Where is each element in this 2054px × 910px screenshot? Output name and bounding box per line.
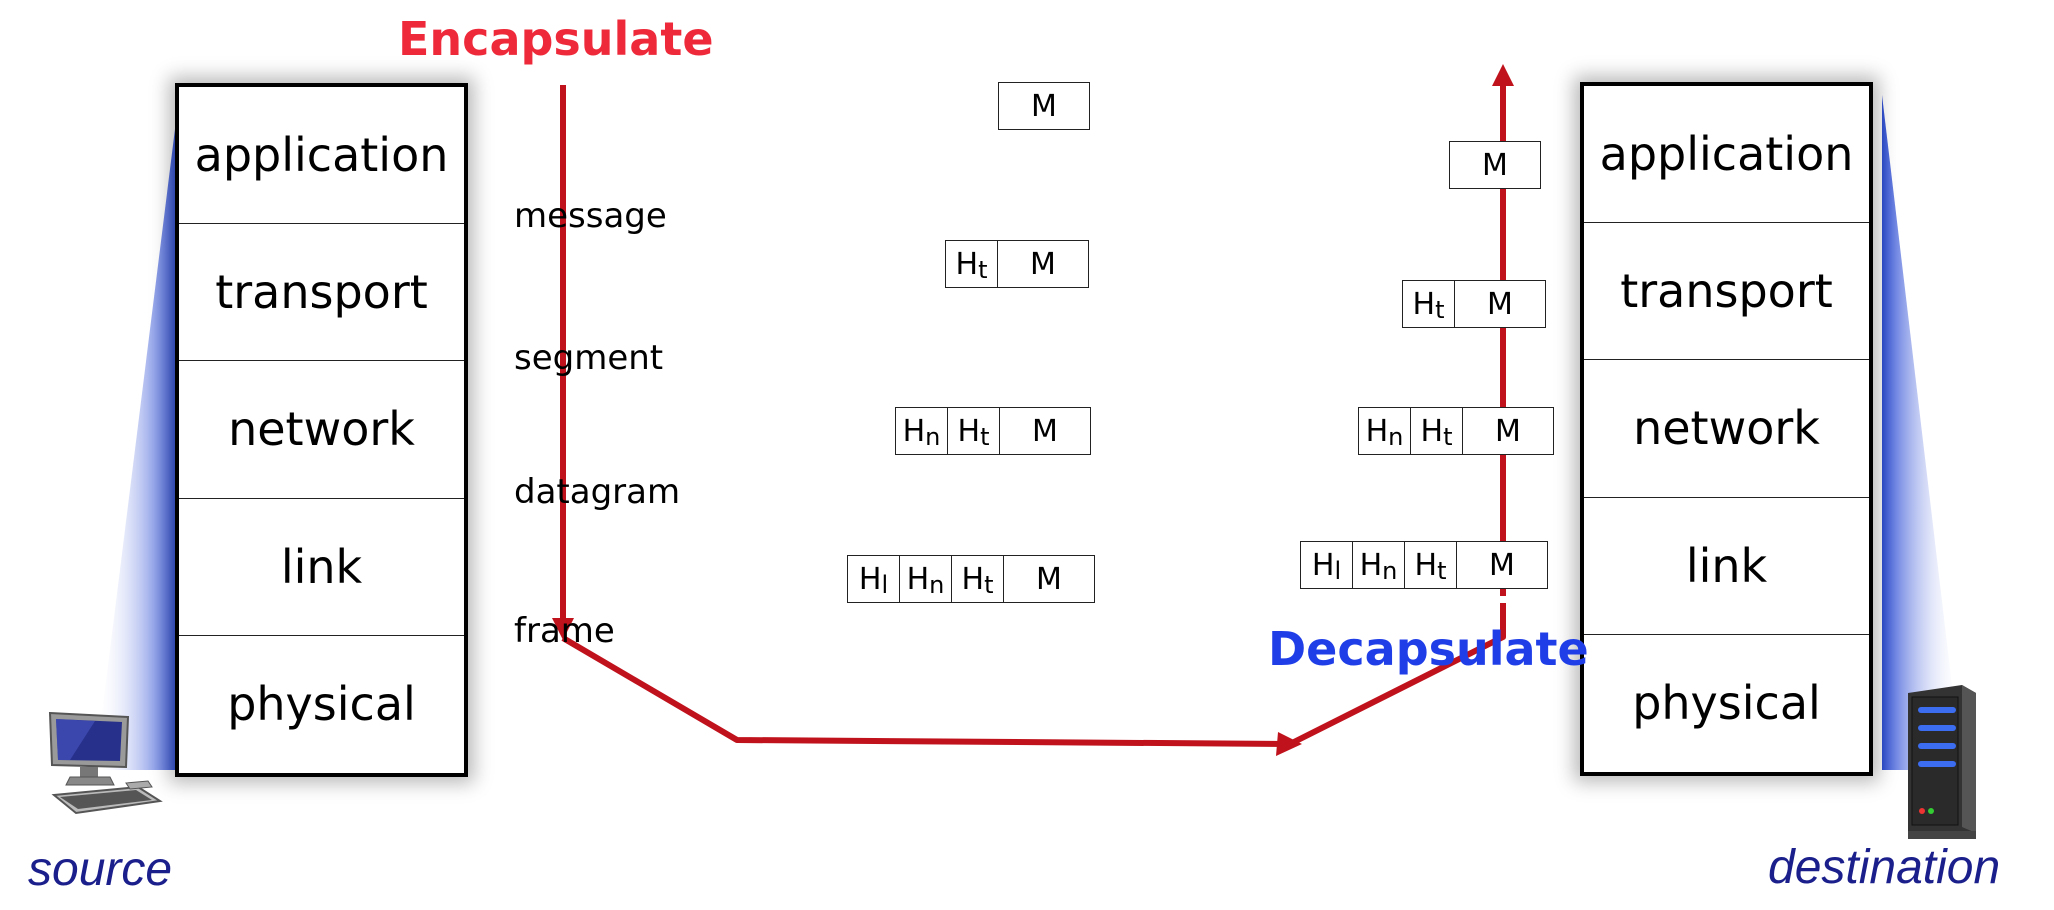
source-layer-application: application bbox=[179, 87, 464, 225]
packet-message: M bbox=[998, 82, 1090, 130]
payload-cell: M bbox=[1489, 547, 1515, 583]
dest-packet-message: M bbox=[1449, 141, 1541, 189]
payload-cell: M bbox=[1032, 413, 1058, 449]
payload-cell: M bbox=[1036, 561, 1062, 597]
source-label: source bbox=[28, 843, 173, 896]
source-beam bbox=[95, 105, 178, 770]
pdu-label-message: message bbox=[514, 196, 667, 236]
right-arrowhead bbox=[1276, 732, 1302, 756]
desktop-computer-icon bbox=[48, 711, 163, 815]
source-layer-physical: physical bbox=[227, 677, 416, 732]
destination-layer-transport: transport bbox=[1584, 223, 1869, 361]
pdu-label-segment: segment bbox=[514, 338, 664, 378]
destination-protocol-stack: application transport network link physi… bbox=[1580, 82, 1873, 776]
destination-layer-network: network bbox=[1584, 360, 1869, 498]
source-layer-transport: transport bbox=[179, 224, 464, 362]
payload-cell: M bbox=[1031, 88, 1057, 124]
destination-layer-application: application bbox=[1584, 86, 1869, 224]
destination-layer-link: link bbox=[1584, 498, 1869, 635]
up-arrowhead bbox=[1492, 64, 1514, 86]
payload-cell: M bbox=[1030, 246, 1056, 282]
encapsulate-title: Encapsulate bbox=[398, 12, 714, 66]
payload-cell: M bbox=[1482, 147, 1508, 183]
source-layer-link: link bbox=[179, 499, 464, 636]
pdu-label-frame: frame bbox=[514, 611, 615, 651]
pdu-label-datagram: datagram bbox=[514, 472, 681, 512]
destination-label: destination bbox=[1768, 841, 2001, 894]
payload-cell: M bbox=[1495, 413, 1521, 449]
destination-beam bbox=[1882, 95, 1962, 770]
decapsulate-title: Decapsulate bbox=[1268, 622, 1589, 676]
source-protocol-stack: application transport network link physi… bbox=[175, 83, 468, 777]
destination-layer-physical: physical bbox=[1632, 676, 1821, 731]
source-layer-network: network bbox=[179, 361, 464, 499]
payload-cell: M bbox=[1487, 286, 1513, 322]
down-arrowhead bbox=[552, 618, 574, 640]
server-tower-icon bbox=[1908, 685, 1976, 839]
